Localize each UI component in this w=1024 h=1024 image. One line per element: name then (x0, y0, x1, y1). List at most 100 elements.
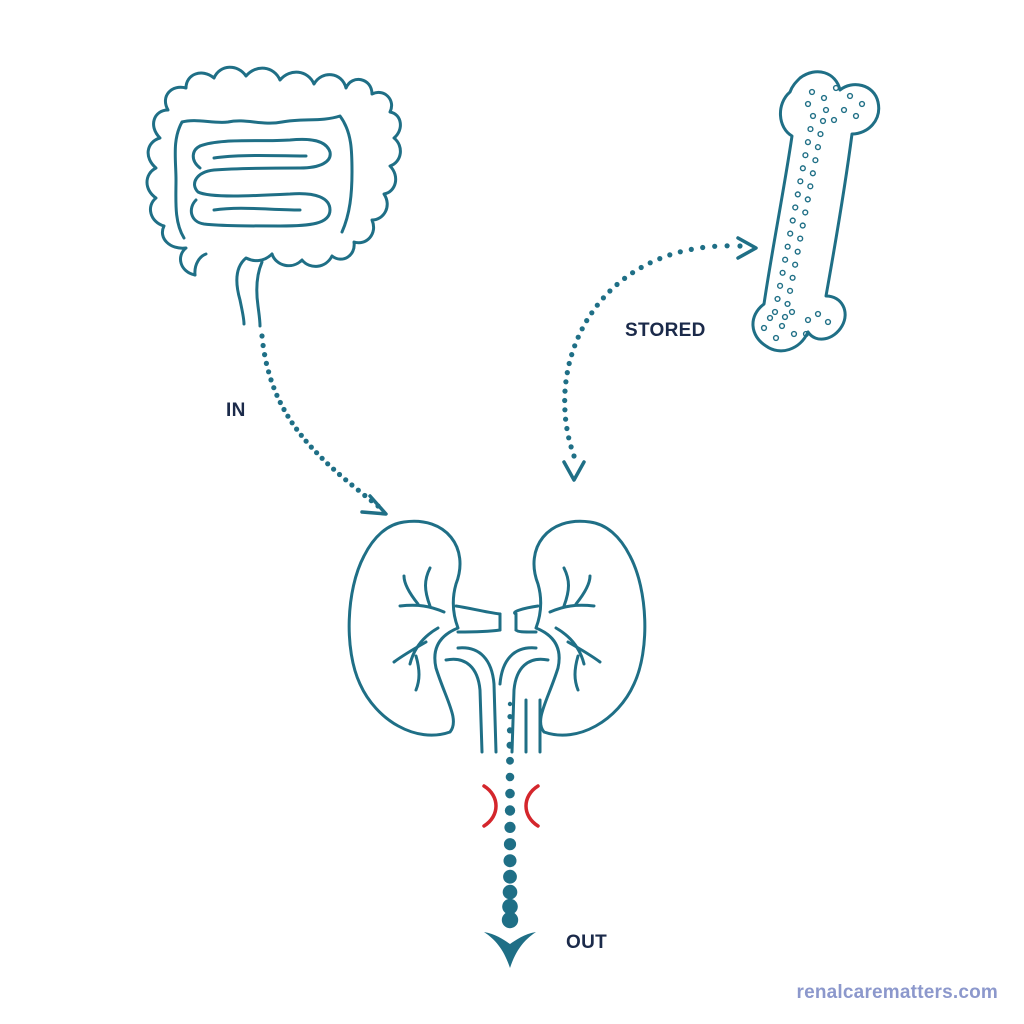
bone-pore (794, 191, 801, 198)
bone-pore (797, 178, 804, 185)
flow-dot-stored (622, 275, 628, 281)
bone-pore (808, 88, 816, 96)
bone-pore (784, 300, 791, 308)
bone-pore (774, 295, 781, 303)
intestine-icon (145, 65, 402, 328)
bone-pore (778, 322, 786, 330)
flow-dot-in (325, 461, 331, 467)
label-out: OUT (566, 932, 608, 953)
bone-pore (809, 170, 816, 177)
flow-dot-in (285, 413, 291, 419)
flow-dot-stored (562, 388, 568, 394)
bone-pore (812, 157, 819, 164)
flow-dot-in (298, 432, 304, 438)
flow-dot-stored (564, 370, 570, 376)
bone-pore (781, 313, 789, 321)
flow-dot-in (308, 444, 314, 450)
flow-dot-out (506, 756, 514, 765)
flow-dot-stored (647, 260, 653, 266)
bone-pore (807, 125, 814, 133)
flow-arrows (259, 243, 743, 929)
bone-pore (820, 94, 828, 102)
bone-pore (802, 330, 810, 338)
flow-dot-stored (688, 246, 694, 252)
bone-pore (819, 117, 827, 125)
flow-dot-out (507, 714, 513, 720)
flow-dot-stored (569, 352, 575, 358)
flow-dot-stored (566, 360, 572, 367)
bone-pore (799, 165, 806, 172)
bone-pore (814, 310, 822, 318)
bone-pore (799, 222, 806, 229)
flow-dot-out (503, 869, 517, 884)
flow-dot-stored (563, 379, 569, 385)
flow-dot-stored (575, 334, 581, 340)
bone-pore (804, 100, 812, 108)
bone-pore (771, 308, 779, 316)
bone-pore (822, 106, 830, 114)
source-credit: renalcarematters.com (796, 982, 998, 1003)
bone-pore (807, 183, 814, 190)
flow-dot-stored (737, 243, 743, 249)
arrowhead-into-kidney (360, 494, 388, 516)
flow-dot-stored (677, 249, 683, 255)
bone-pore (782, 256, 789, 263)
flow-dot-stored (562, 397, 568, 404)
down-arrow-icon (484, 932, 536, 968)
bone-pore (814, 144, 822, 151)
bone-pore (802, 152, 809, 159)
bone-pore (786, 287, 794, 294)
flow-dot-stored (667, 252, 673, 258)
flow-dot-stored (712, 243, 718, 249)
kidneys-icon (347, 519, 647, 754)
flow-dot-in (336, 471, 343, 478)
flow-dot-stored (614, 281, 620, 288)
flow-dot-in (259, 333, 265, 339)
flow-dot-stored (571, 453, 577, 459)
bone-pore (804, 196, 811, 203)
flow-dot-out (505, 772, 515, 782)
bone-pore (830, 116, 838, 124)
flow-dot-stored (630, 270, 636, 276)
flow-dot-stored (589, 310, 595, 316)
bone-pore (788, 308, 796, 316)
bone-pore (832, 84, 840, 92)
flow-dot-stored (563, 416, 569, 422)
bone-pore (790, 330, 798, 338)
bone-pore (809, 112, 817, 120)
bone-pore (858, 100, 866, 108)
constriction-icon (482, 784, 540, 828)
flow-dot-out (502, 898, 518, 915)
flow-dot-stored (657, 256, 663, 262)
bone-pore (794, 248, 801, 255)
bone-pore (804, 139, 812, 146)
flow-dot-stored (562, 407, 568, 413)
flow-dot-in (262, 352, 268, 358)
flow-dot-in (266, 369, 272, 375)
flow-dot-out (501, 911, 519, 929)
bone-pore (797, 235, 804, 242)
label-in: IN (226, 400, 246, 421)
flow-dot-stored (724, 243, 730, 249)
flow-dot-in (362, 492, 368, 499)
flow-dot-stored (594, 302, 600, 308)
flow-dot-in (343, 477, 349, 483)
bone-pore (817, 130, 824, 138)
flow-dot-stored (700, 244, 706, 251)
flow-dot-in (331, 466, 337, 472)
flow-dot-in (271, 385, 277, 391)
flow-dot-out (503, 854, 517, 868)
flow-dot-stored (579, 326, 585, 332)
flow-dot-out (506, 741, 514, 749)
flow-dot-stored (607, 288, 613, 294)
bone-pore (802, 209, 809, 216)
flow-dot-in (260, 342, 266, 349)
flow-dot-in (314, 450, 320, 456)
bone-pore (840, 106, 848, 114)
flow-dot-out (506, 727, 514, 734)
flow-dot-stored (638, 264, 644, 271)
flow-dot-in (289, 420, 295, 426)
bone-pore (787, 230, 794, 237)
arrowhead-from-bone (562, 460, 586, 482)
bone-pore (792, 204, 799, 211)
